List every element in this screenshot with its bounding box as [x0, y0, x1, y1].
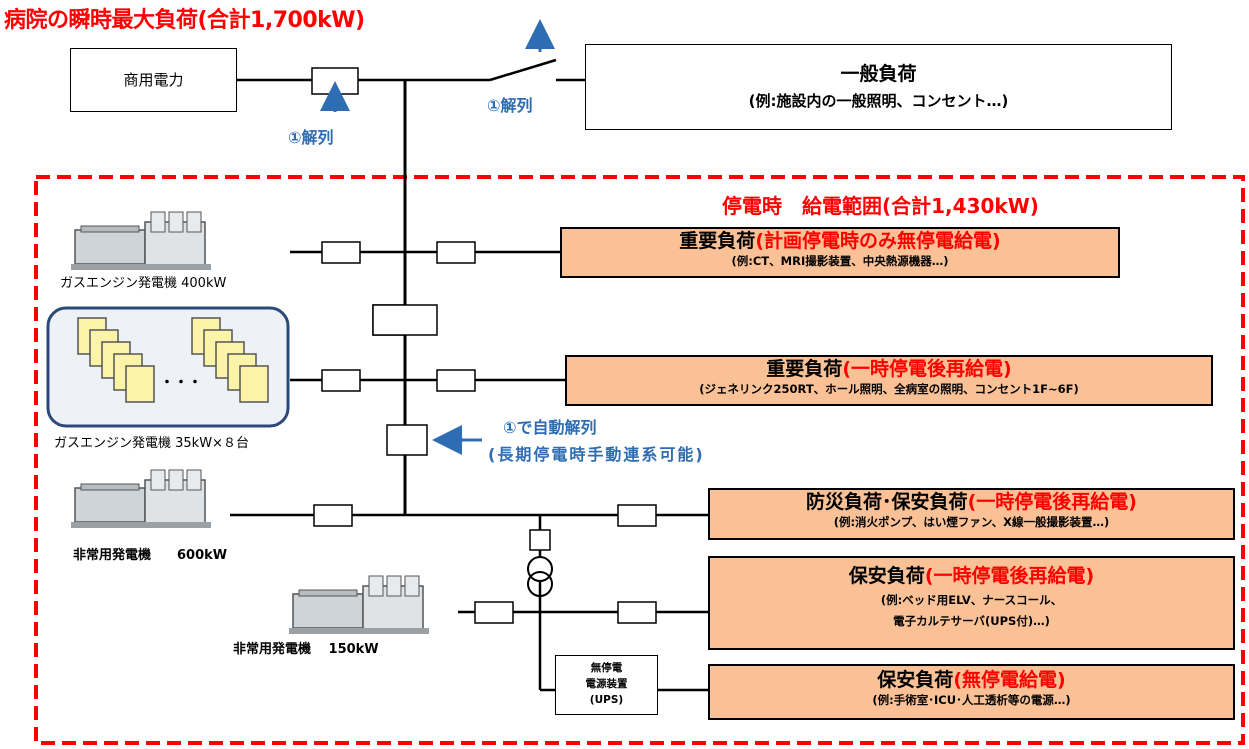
- disaster-security-load-box: 防災負荷･保安負荷(一時停電後再給電) (例:消火ポンプ、はい煙ファン、X線一般…: [708, 488, 1235, 540]
- page-title: 病院の瞬時最大負荷(合計1,700kW): [4, 8, 365, 33]
- load-example: (例:手術室･ICU･人工透析等の電源…): [872, 693, 1071, 707]
- ups-label: 無停電: [590, 662, 623, 674]
- small-gas-engine-icons: [77, 317, 269, 403]
- load-example: (例:消火ポンプ、はい煙ファン、X線一般撮影装置…): [833, 515, 1110, 529]
- breaker: [321, 241, 361, 264]
- release-label-general: ①解列: [487, 96, 533, 115]
- load-status: (一時停電後再給電): [924, 565, 1095, 587]
- general-load-title: 一般負荷: [840, 63, 917, 85]
- load-title: 重要負荷: [766, 358, 843, 380]
- utility-power-box: 商用電力: [70, 48, 237, 112]
- load-title: 保安負荷: [848, 565, 925, 587]
- breaker: [321, 369, 361, 392]
- breaker: [474, 601, 514, 624]
- load-example: (ジェネリンク250RT、ホール照明、全病室の照明、コンセント1F~6F): [699, 382, 1079, 396]
- outage-range-label: 停電時 給電範囲(合計1,430kW): [722, 194, 1039, 218]
- load-status: (一時停電後再給電): [967, 491, 1137, 513]
- load-example: (例:CT、MRI撮影装置、中央熱源機器…): [731, 254, 949, 268]
- auto-release-breaker: [386, 424, 428, 456]
- important-load-box: 重要負荷(計画停電時のみ無停電給電) (例:CT、MRI撮影装置、中央熱源機器……: [560, 227, 1120, 278]
- auto-release-label: ①で自動解列: [503, 418, 597, 437]
- breaker: [617, 504, 657, 527]
- generator-icon: [289, 575, 429, 634]
- load-status: (計画停電時のみ無停電給電): [755, 230, 1001, 252]
- load-title: 重要負荷: [679, 230, 756, 252]
- emergency-generator-600-label: 非常用発電機 600kW: [73, 548, 228, 563]
- emergency-generator-150-label: 非常用発電機 150kW: [233, 642, 379, 657]
- load-title: 保安負荷: [877, 669, 954, 691]
- security-load-ups-box: 保安負荷(無停電給電) (例:手術室･ICU･人工透析等の電源…): [708, 664, 1235, 720]
- gas-engine-400-label: ガスエンジン発電機 400kW: [60, 276, 227, 291]
- transformer-symbol: [527, 556, 553, 597]
- important-load-box: 重要負荷(一時停電後再給電) (ジェネリンク250RT、ホール照明、全病室の照明…: [565, 355, 1213, 406]
- ups-label: 電源装置: [585, 678, 628, 690]
- load-status: (一時停電後再給電): [842, 358, 1012, 380]
- generator-icon: [71, 211, 211, 270]
- breaker: [529, 529, 551, 551]
- ups-box: 無停電 電源装置 (UPS): [555, 655, 658, 715]
- ellipsis-dots: ・・・: [160, 375, 202, 391]
- load-title: 防災負荷･保安負荷: [806, 491, 968, 513]
- general-load-box: 一般負荷 (例:施設内の一般照明、コンセント…): [585, 44, 1172, 130]
- breaker: [436, 369, 476, 392]
- release-label-utility: ①解列: [288, 128, 334, 147]
- outage-range-border: [34, 175, 1245, 745]
- load-example: 電子カルテサーバ(UPS付)…): [893, 614, 1050, 628]
- gas-engine-35-label: ガスエンジン発電機 35kW×８台: [54, 436, 249, 451]
- breaker: [436, 241, 476, 264]
- breaker: [313, 504, 353, 527]
- load-status: (無停電給電): [953, 669, 1066, 691]
- load-example: (例:ベッド用ELV、ナースコール、: [880, 593, 1063, 607]
- generator-icon: [71, 469, 211, 528]
- security-load-box: 保安負荷(一時停電後再給電) (例:ベッド用ELV、ナースコール、 電子カルテサ…: [708, 556, 1235, 650]
- breaker: [617, 601, 657, 624]
- general-load-switch: [489, 58, 557, 82]
- utility-breaker: [311, 67, 359, 95]
- ups-label: (UPS): [589, 694, 624, 706]
- auto-release-note: (長期停電時手動連系可能): [488, 445, 705, 464]
- utility-power-label: 商用電力: [123, 71, 184, 89]
- general-load-example: (例:施設内の一般照明、コンセント…): [748, 92, 1009, 110]
